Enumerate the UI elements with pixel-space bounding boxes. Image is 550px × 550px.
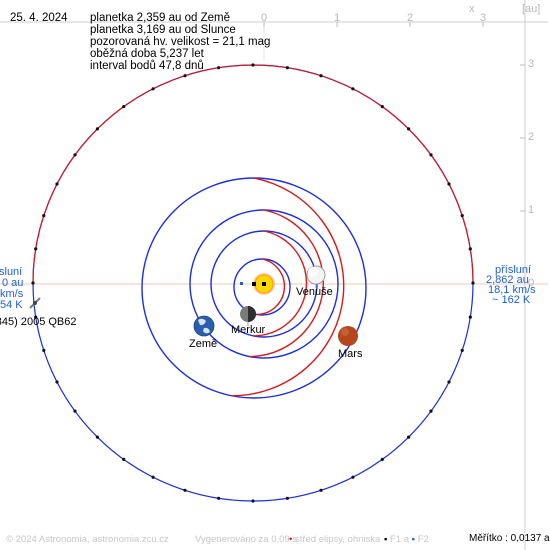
asteroid-marker bbox=[29, 297, 41, 309]
asteroid-orbit-point bbox=[460, 348, 464, 352]
top-tick-label-1: 1 bbox=[334, 12, 341, 24]
right-tick-label-0: 0 bbox=[528, 277, 535, 289]
asteroid-orbit-point bbox=[183, 488, 187, 492]
aphelion-temp: 54 K bbox=[0, 299, 23, 311]
legend-center-text: střed elipsy, ohniska bbox=[294, 534, 381, 545]
copyright-text: © 2024 Astronomia, astronomia.zcu.cz bbox=[6, 534, 169, 545]
venus-orbit-south-arc bbox=[253, 230, 308, 337]
asteroid-orbit-point bbox=[217, 496, 221, 500]
mars-label: Mars bbox=[338, 348, 363, 360]
scale-label: Měřítko : 0,0137 au/bod bbox=[469, 533, 550, 544]
legend-f1-dot: ▪ bbox=[384, 534, 388, 545]
asteroid-orbit-point bbox=[380, 457, 384, 461]
asteroid-name-label: (3845) 2005 QB62 bbox=[0, 316, 77, 328]
asteroid-orbit-point bbox=[151, 475, 155, 479]
top-ticks bbox=[263, 22, 484, 27]
asteroid-orbit-point bbox=[351, 87, 355, 91]
earth-label: Země bbox=[189, 338, 218, 350]
earth bbox=[193, 315, 215, 337]
asteroid-orbit-point bbox=[319, 488, 323, 492]
aphelion-distance: 0 au bbox=[2, 277, 24, 289]
sun bbox=[253, 273, 275, 295]
info-line-magnitude: pozorovaná hv. velikost = 21,1 mag bbox=[90, 36, 271, 48]
asteroid-orbit-point bbox=[285, 496, 289, 500]
asteroid-orbit-point bbox=[42, 214, 46, 218]
asteroid-orbit-point bbox=[55, 182, 59, 186]
aphelion-title: sluní bbox=[0, 266, 23, 278]
asteroid-orbit-point bbox=[251, 499, 255, 503]
info-panel: planetka 2,359 au od Země planetka 3,169… bbox=[90, 12, 270, 72]
asteroid-orbit-point bbox=[42, 348, 46, 352]
asteroid-orbit-point bbox=[380, 105, 384, 109]
ellipse-center-marker bbox=[252, 282, 256, 286]
asteroid-orbit-point bbox=[407, 127, 411, 131]
asteroid-orbit-point bbox=[407, 435, 411, 439]
legend-center-item: • střed elipsy, ohniska bbox=[289, 534, 380, 545]
asteroid-orbit-point bbox=[31, 281, 35, 285]
right-tick-label-1: 1 bbox=[528, 204, 535, 216]
asteroid-orbit-point bbox=[429, 153, 433, 157]
perihelion-title: přísluní bbox=[495, 264, 532, 276]
venus-label: Venuše bbox=[296, 286, 333, 298]
asteroid-orbit-point bbox=[351, 475, 355, 479]
asteroid-orbit-point bbox=[217, 66, 221, 70]
legend-f1-item: ▪ F1 a ▪ F2 bbox=[384, 534, 429, 545]
asteroid-orbit-point bbox=[471, 281, 475, 285]
perihelion-distance: 2,862 au bbox=[486, 274, 529, 286]
mercury-label: Merkur bbox=[231, 324, 266, 336]
asteroid-orbit-point bbox=[429, 409, 433, 413]
asteroid-orbit-point bbox=[122, 105, 126, 109]
top-tick-label-3: 3 bbox=[480, 12, 487, 24]
right-ticks bbox=[520, 64, 525, 285]
mars bbox=[338, 326, 358, 346]
asteroid-orbit-point bbox=[468, 315, 472, 319]
perihelion-temp: ~ 162 K bbox=[492, 294, 531, 306]
date-label: 25. 4. 2024 bbox=[10, 12, 68, 24]
top-tick-label-2: 2 bbox=[407, 12, 414, 24]
unit-label: [au] bbox=[522, 3, 541, 15]
asteroid-orbit-point bbox=[447, 182, 451, 186]
asteroid-orbit-point bbox=[151, 87, 155, 91]
asteroid-orbit bbox=[31, 63, 475, 503]
asteroid-orbit-point bbox=[73, 409, 77, 413]
info-line-earth-distance: planetka 2,359 au od Země bbox=[90, 12, 231, 24]
venus bbox=[306, 265, 326, 285]
asteroid-orbit-point bbox=[460, 214, 464, 218]
asteroid-orbit-point bbox=[183, 74, 187, 78]
asteroid-orbit-point bbox=[73, 153, 77, 157]
earth-orbit-south-arc bbox=[249, 209, 324, 358]
asteroid-orbit-point bbox=[34, 315, 38, 319]
legend-f2-text: F2 bbox=[417, 534, 429, 545]
mars-orbit-south-arc bbox=[231, 177, 345, 397]
focus-f2-marker bbox=[240, 282, 243, 285]
asteroid-orbit-point bbox=[34, 247, 38, 251]
x-axis-label: x bbox=[469, 3, 475, 15]
aphelion-speed: km/s bbox=[0, 288, 24, 300]
perihelion-speed: 18,1 km/s bbox=[488, 284, 536, 296]
asteroid-orbit-point bbox=[122, 457, 126, 461]
info-line-period: oběžná doba 5,237 let bbox=[90, 48, 204, 60]
right-tick-label-2: 2 bbox=[528, 131, 535, 143]
legend-f1-text: F1 a bbox=[390, 534, 410, 545]
asteroid-orbit-north-arc bbox=[32, 64, 474, 284]
asteroid-orbit-point bbox=[285, 66, 289, 70]
right-tick-label-3: 3 bbox=[528, 58, 535, 70]
asteroid-orbit-point bbox=[319, 74, 323, 78]
legend-center-dot: • bbox=[289, 534, 293, 545]
mercury-orbit-south-arc bbox=[256, 258, 286, 316]
asteroid-orbit-point bbox=[95, 435, 99, 439]
mercury bbox=[240, 306, 256, 322]
info-line-sun-distance: planetka 3,169 au od Slunce bbox=[90, 24, 236, 36]
asteroid-orbit-point bbox=[468, 247, 472, 251]
top-tick-label-0: 0 bbox=[261, 12, 268, 24]
legend-f2-dot: ▪ bbox=[411, 534, 416, 545]
generated-time: Vygenerováno za 0,09 s bbox=[195, 534, 298, 545]
asteroid-orbit-point bbox=[251, 63, 255, 67]
asteroid-orbit-point bbox=[55, 380, 59, 384]
asteroid-orbit-point bbox=[95, 127, 99, 131]
asteroid-orbit-point bbox=[447, 380, 451, 384]
info-line-interval: interval bodů 47,8 dnů bbox=[90, 60, 204, 72]
